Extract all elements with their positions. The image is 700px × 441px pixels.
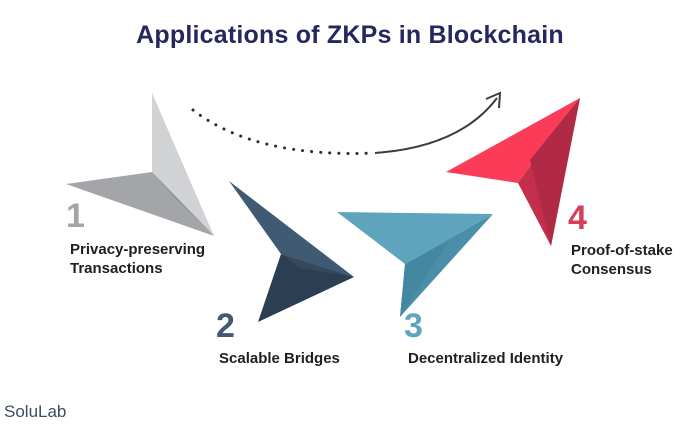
step-4-label-line-1: Proof-of-stake (571, 242, 673, 259)
trajectory-arrowhead (485, 91, 502, 109)
step-2-plane (229, 181, 354, 322)
step-1-number: 1 (66, 197, 85, 235)
trajectory-solid-line (374, 97, 498, 154)
step-1-label: Privacy-preserving Transactions (70, 240, 205, 278)
step-3-label: Decentralized Identity (408, 349, 563, 368)
step-2-label-line-1: Scalable Bridges (219, 350, 340, 367)
step-1-plane (66, 93, 214, 236)
step-4-plane (446, 98, 580, 246)
brand-logo-text: SoluLab (4, 402, 67, 421)
step-4-label-line-2: Consensus (571, 261, 652, 278)
step-4-label: Proof-of-stake Consensus (571, 241, 673, 279)
step-2-number: 2 (216, 307, 235, 345)
step-4-number: 4 (568, 199, 587, 237)
step-3-number: 3 (404, 307, 423, 345)
step-2-label: Scalable Bridges (219, 349, 340, 368)
step-3-label-line-1: Decentralized Identity (408, 350, 564, 367)
trajectory-dotted-line (191, 108, 377, 155)
step-1-label-line-2: Transactions (70, 260, 163, 277)
diagram-title: Applications of ZKPs in Blockchain (136, 21, 564, 49)
step-1-label-line-1: Privacy-preserving (70, 241, 206, 258)
step-3-plane (337, 212, 493, 317)
